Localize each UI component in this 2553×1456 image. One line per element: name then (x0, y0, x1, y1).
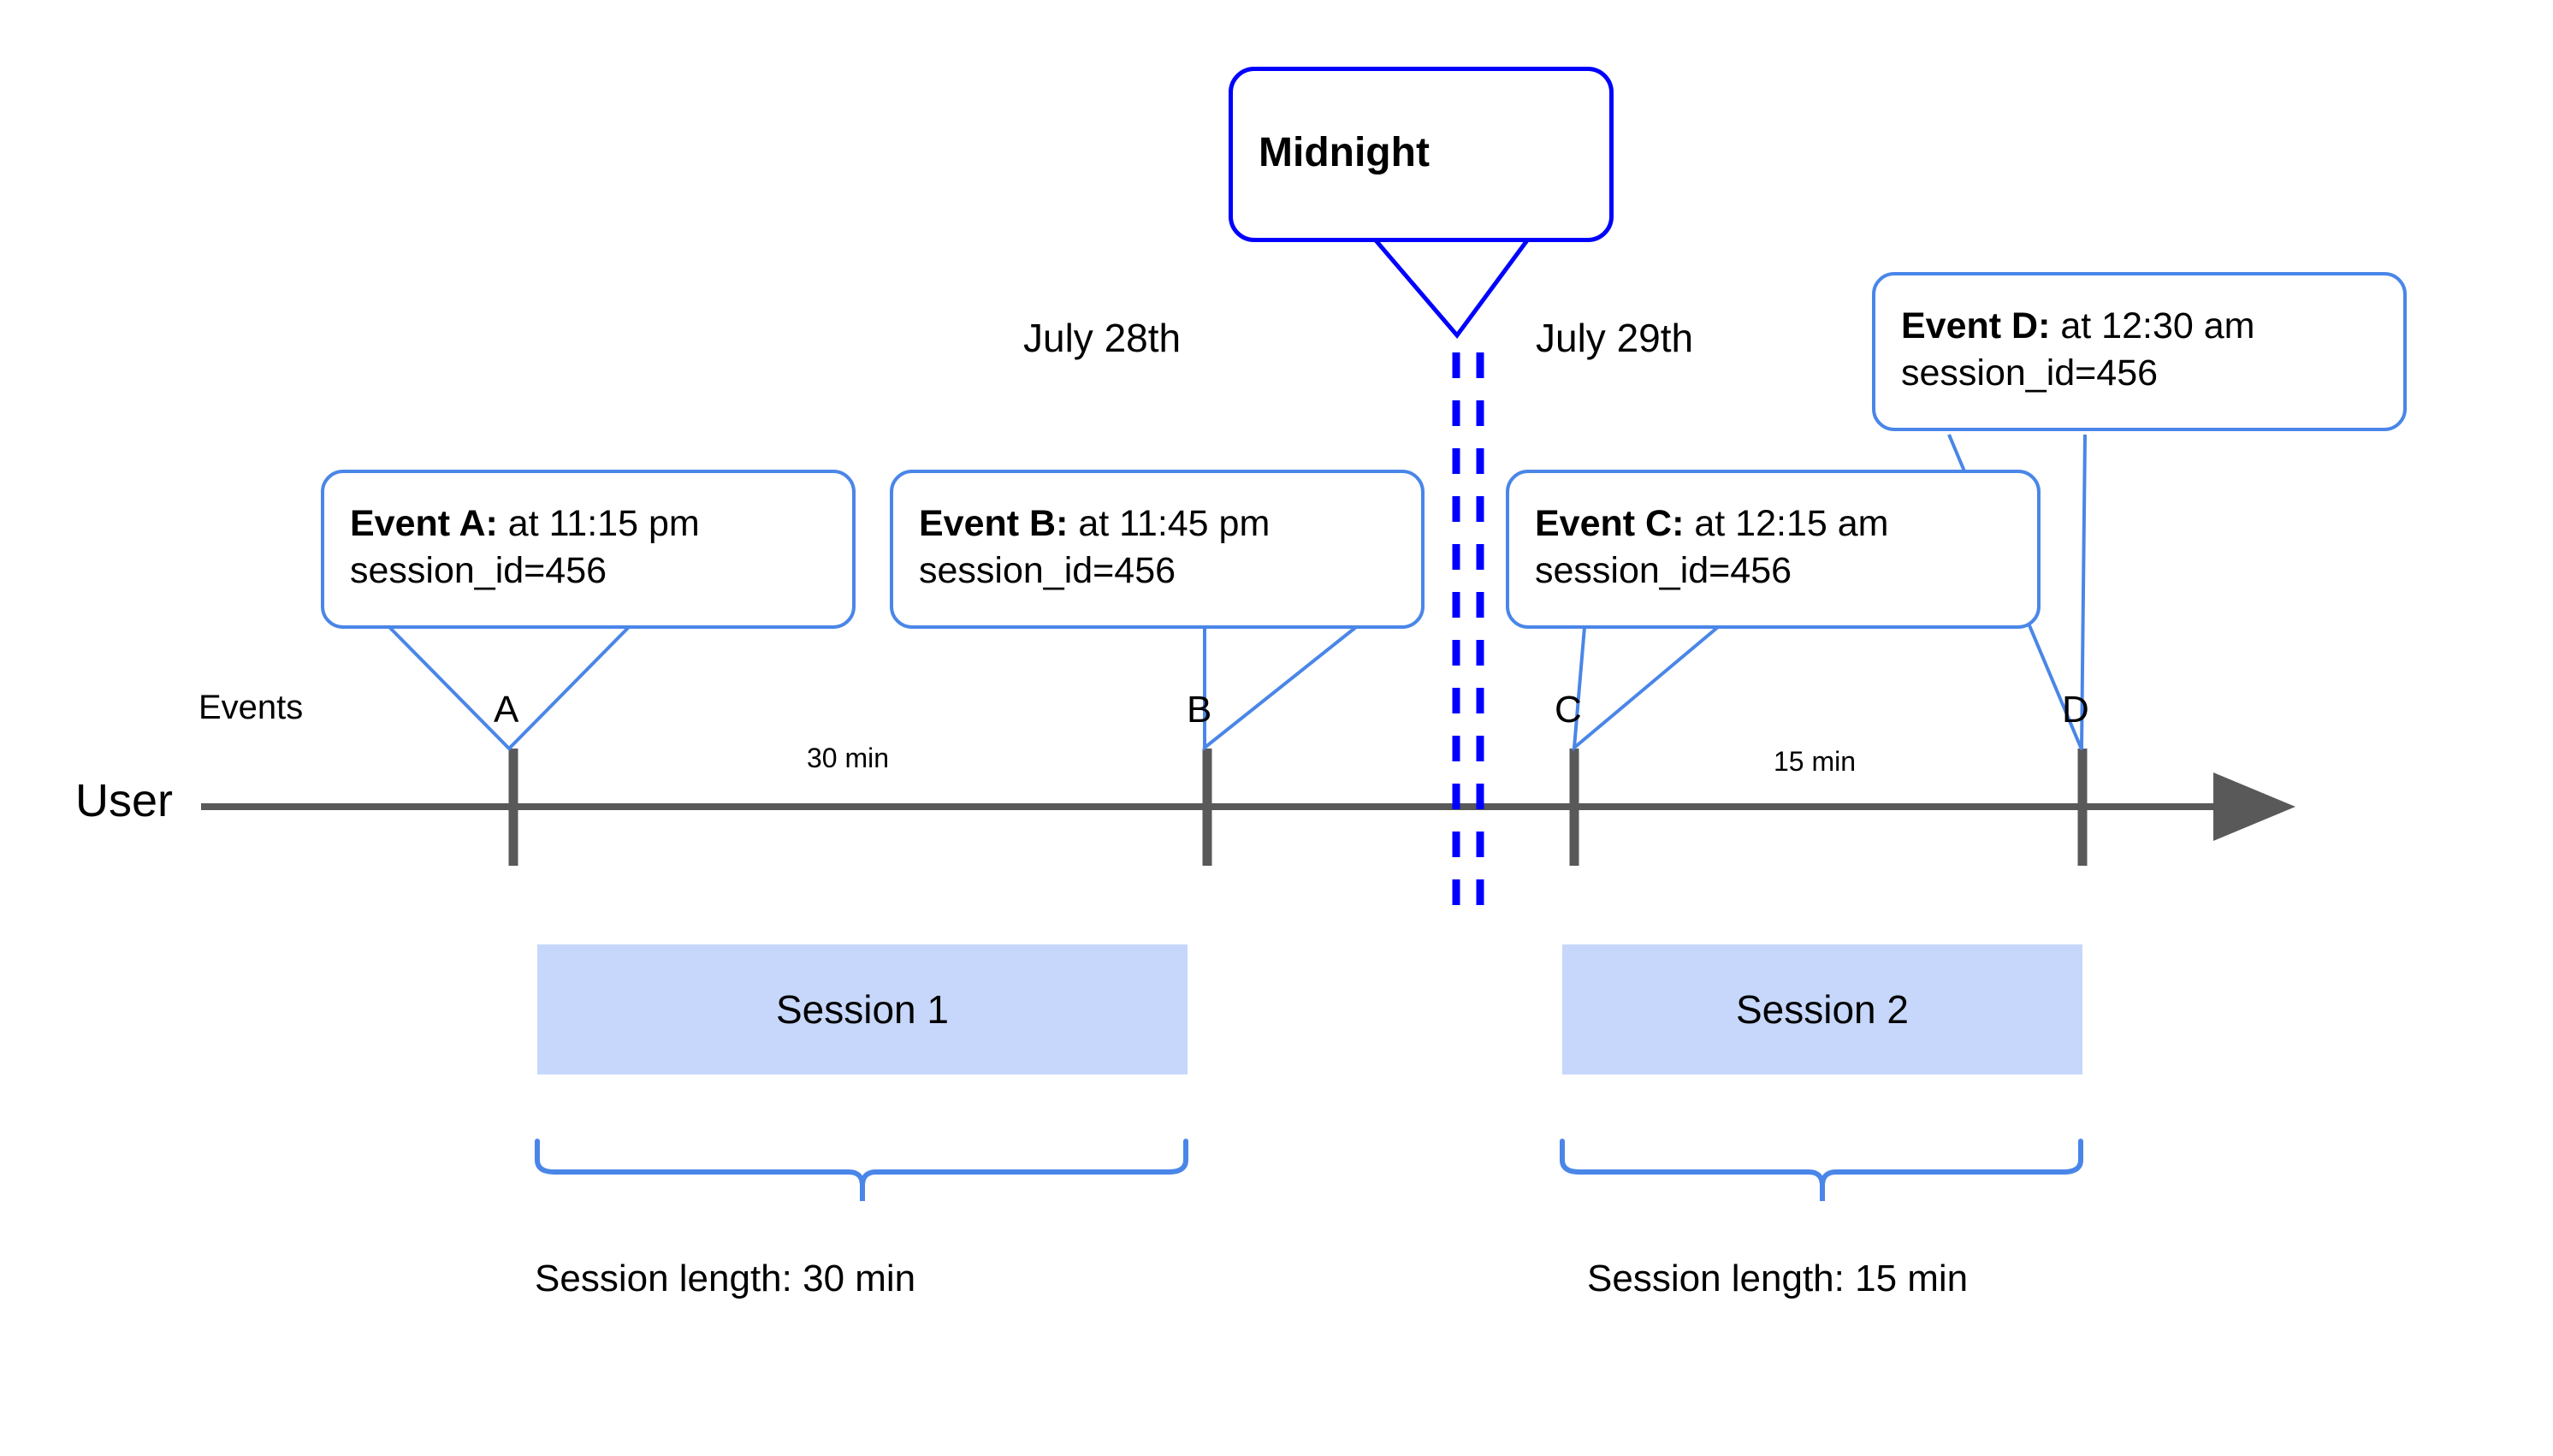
midnight-callout-tail (1374, 239, 1530, 340)
callout-event-b[interactable]: Event B: at 11:45 pm session_id=456 (890, 470, 1425, 629)
callout-event-c-title: Event C: (1535, 502, 1685, 544)
callout-tail-b (1203, 625, 1358, 752)
callout-midnight[interactable]: Midnight (1229, 67, 1614, 242)
duration-label-ab: 30 min (807, 743, 890, 773)
callout-event-c-detail: session_id=456 (1535, 550, 1792, 591)
callout-event-d[interactable]: Event D: at 12:30 am session_id=456 (1872, 272, 2407, 431)
tick-label-a: A (494, 689, 519, 731)
session-bar-1-label: Session 1 (775, 987, 949, 1032)
callout-event-c[interactable]: Event C: at 12:15 am session_id=456 (1506, 470, 2041, 629)
user-row-label: User (75, 775, 174, 826)
callout-event-a-title: Event A: (350, 502, 498, 544)
tick-label-d: D (2062, 689, 2089, 731)
callout-event-d-time: at 12:30 am (2050, 305, 2255, 346)
callout-event-c-time: at 12:15 am (1684, 502, 1889, 544)
callout-tail-a (388, 625, 631, 751)
tick-label-c: C (1555, 689, 1582, 731)
session-bar-1[interactable]: Session 1 (537, 944, 1188, 1074)
midnight-dashed-lines (1452, 352, 1484, 922)
events-row-label: Events (198, 689, 304, 726)
callout-event-a-line1: Event A: at 11:15 pm (350, 500, 826, 547)
session-length-label-1: Session length: 30 min (535, 1258, 916, 1299)
callout-event-c-line1: Event C: at 12:15 am (1535, 500, 2011, 547)
callout-event-b-title: Event B: (919, 502, 1069, 544)
callout-event-b-time: at 11:45 pm (1068, 502, 1271, 544)
callout-event-b-line1: Event B: at 11:45 pm (919, 500, 1395, 547)
callout-event-d-detail: session_id=456 (1901, 352, 2159, 394)
callout-event-a-detail: session_id=456 (350, 550, 607, 591)
callout-event-b-detail: session_id=456 (919, 550, 1176, 591)
date-label-july-29: July 29th (1536, 316, 1694, 360)
callout-event-a[interactable]: Event A: at 11:15 pm session_id=456 (321, 470, 856, 629)
tick-label-b: B (1187, 689, 1212, 731)
session-2-brace (1560, 1139, 2083, 1201)
callout-midnight-label: Midnight (1259, 129, 1430, 175)
callout-event-d-title: Event D: (1901, 305, 2051, 346)
duration-label-cd: 15 min (1774, 746, 1857, 777)
callout-event-a-time: at 11:15 pm (497, 502, 700, 544)
session-bar-2-label: Session 2 (1735, 987, 1909, 1032)
callout-tail-c (1572, 625, 1720, 752)
timeline-axis (201, 749, 2295, 866)
date-label-july-28: July 28th (1023, 316, 1182, 360)
session-bar-2[interactable]: Session 2 (1562, 944, 2082, 1074)
session-1-brace (535, 1139, 1188, 1201)
session-length-label-2: Session length: 15 min (1587, 1258, 1969, 1299)
callout-event-d-line1: Event D: at 12:30 am (1901, 303, 2378, 350)
